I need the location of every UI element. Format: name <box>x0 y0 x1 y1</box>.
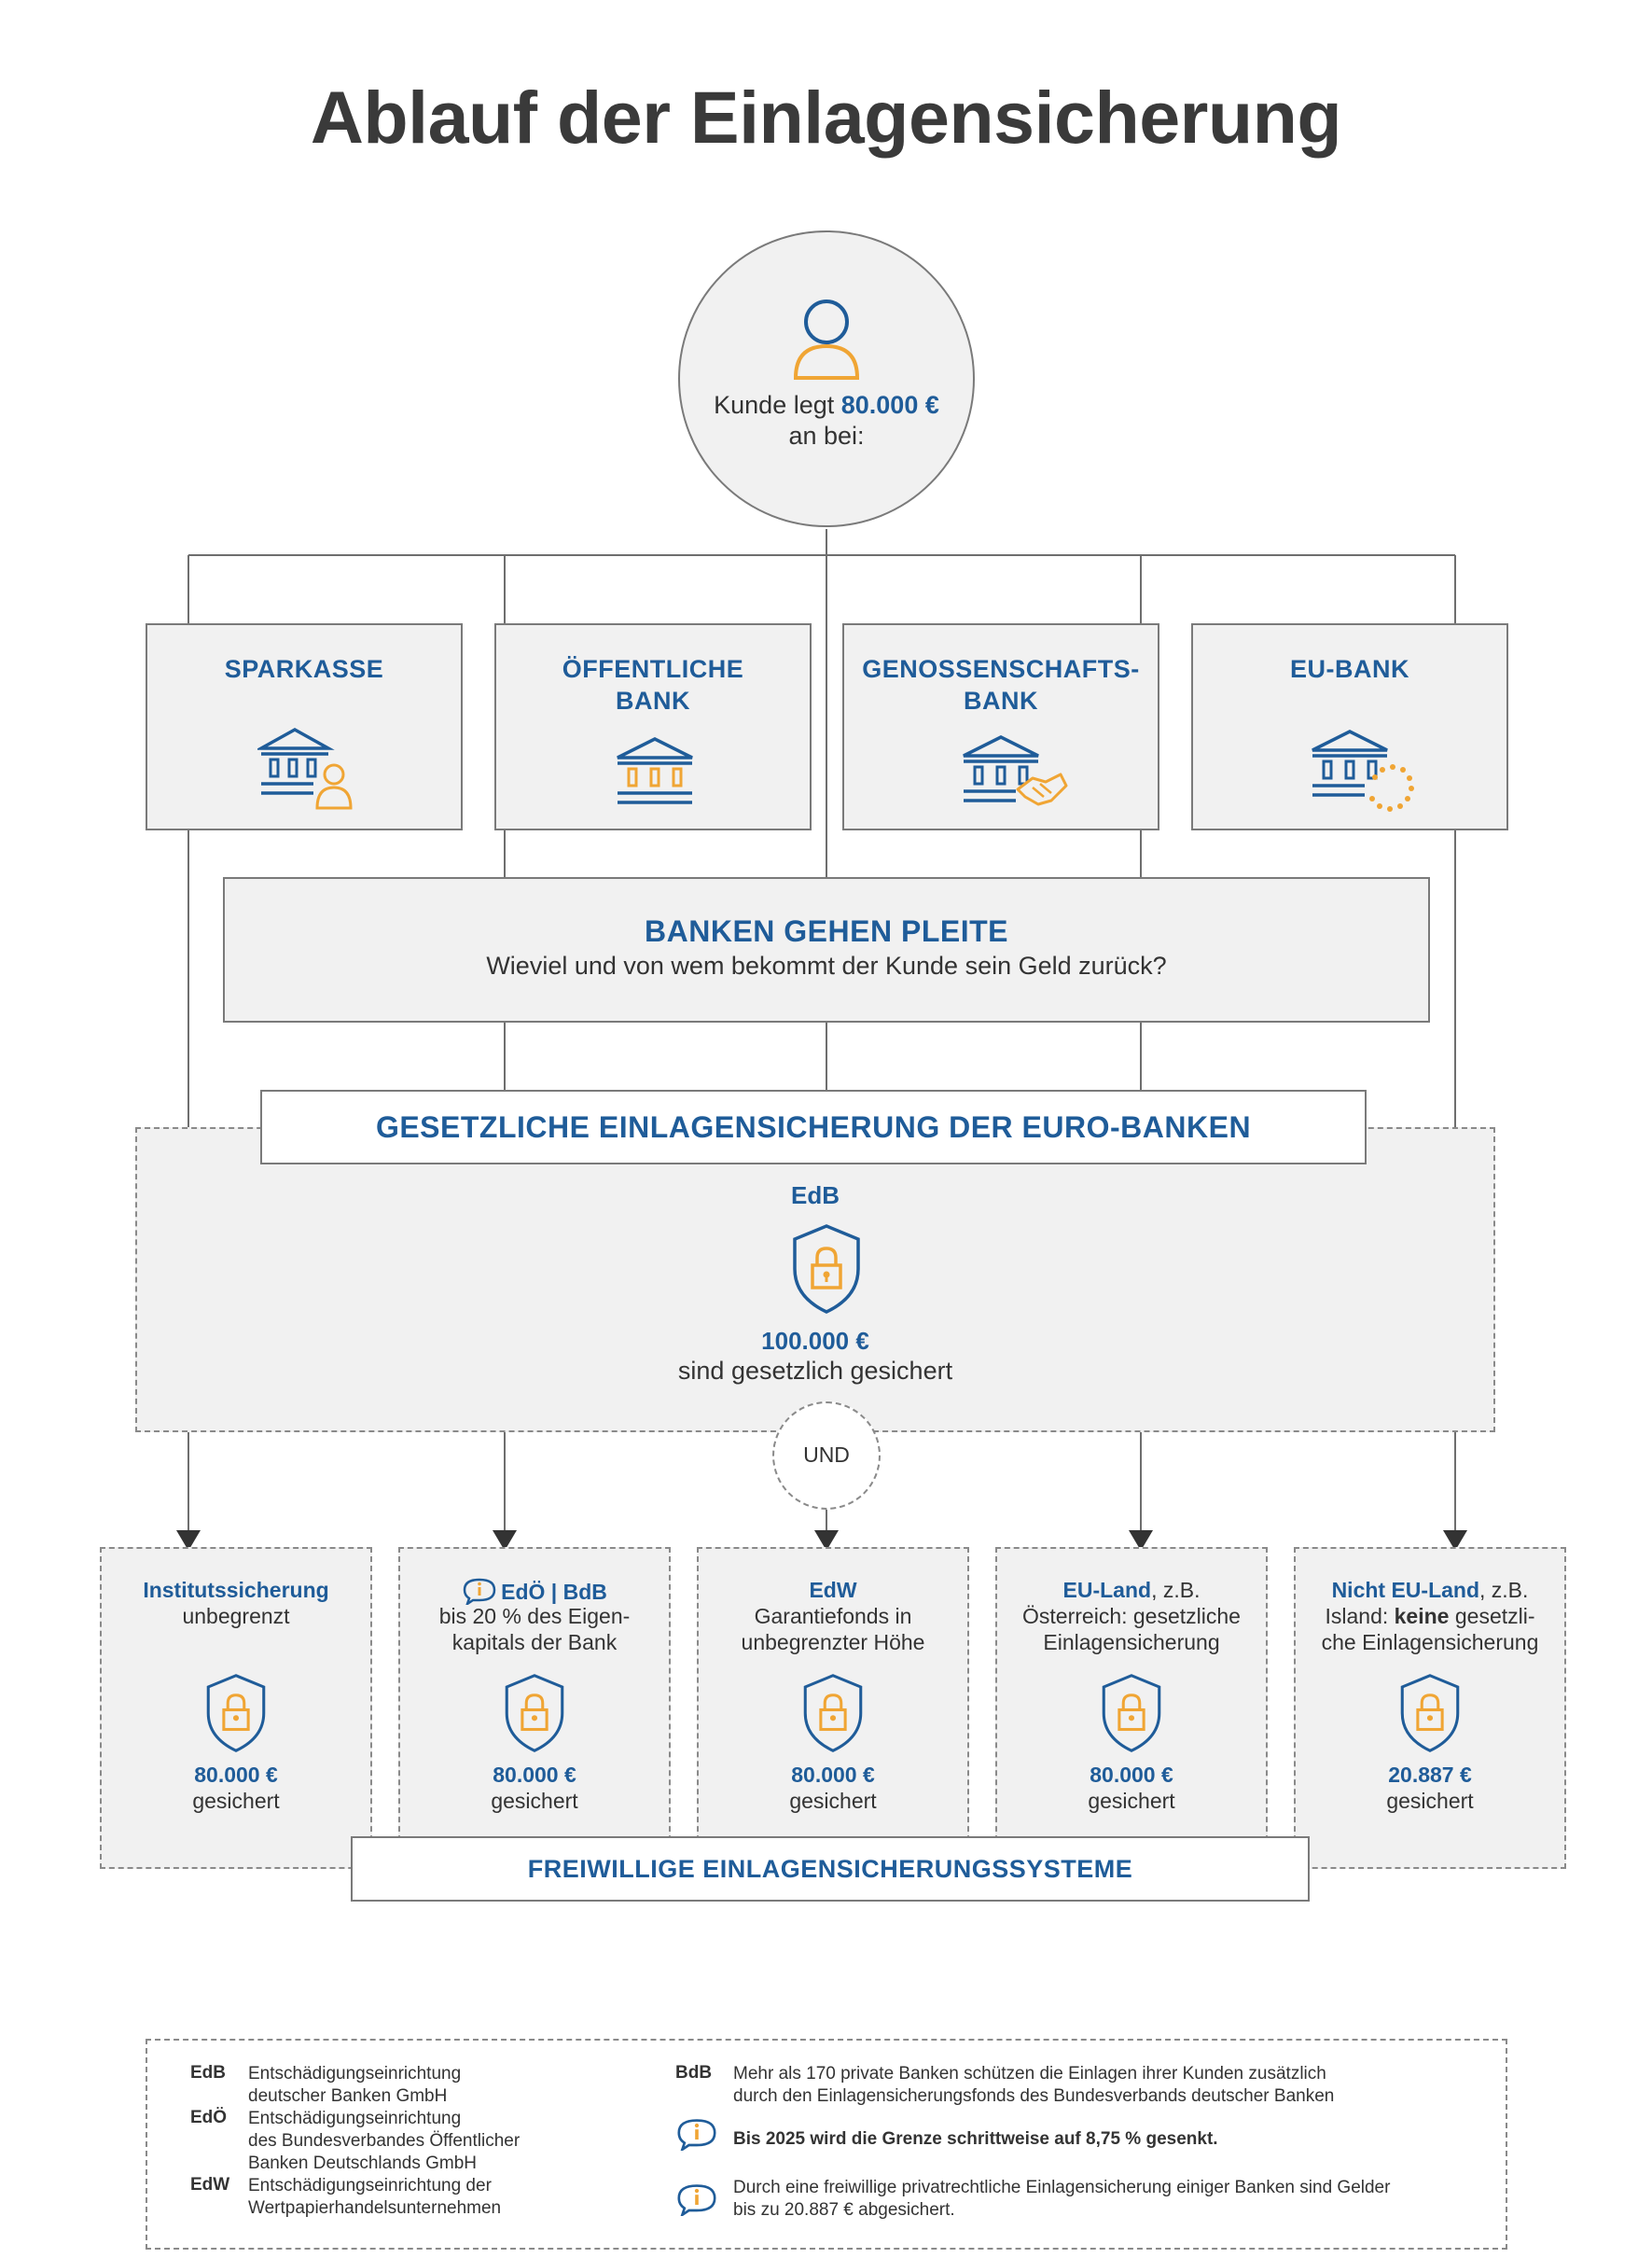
voluntary-banner: FREIWILLIGE EINLAGENSICHERUNGSSYSTEME <box>351 1836 1310 1902</box>
bank-label-line2: BANK <box>964 687 1038 715</box>
shield-lock-icon <box>505 1674 564 1752</box>
voluntary-line2-prefix: Island: <box>1325 1604 1395 1628</box>
voluntary-head: Nicht EU-Land <box>1331 1578 1480 1602</box>
voluntary-line2: bis 20 % des Eigen- <box>438 1604 631 1628</box>
und-circle: UND <box>772 1401 881 1510</box>
voluntary-box-institutssicherung: Institutssicherung unbegrenzt 80.000 € g… <box>100 1547 372 1869</box>
voluntary-banner-text: FREIWILLIGE EINLAGENSICHERUNGSSYSTEME <box>527 1855 1133 1883</box>
bank-box-genossenschaftsbank: GENOSSENSCHAFTS- BANK <box>842 623 1159 830</box>
voluntary-caption: gesichert <box>789 1789 877 1813</box>
voluntary-amount: 80.000 € <box>791 1763 875 1787</box>
voluntary-line2: Garantiefonds in <box>754 1604 912 1628</box>
voluntary-line2-suffix: gesetzli- <box>1449 1604 1535 1628</box>
info-bubble-icon <box>677 2119 716 2151</box>
customer-amount: 80.000 € <box>840 391 939 419</box>
legend-info-1: Bis 2025 wird die Grenze schrittweise au… <box>733 2129 1218 2149</box>
statutory-banner: GESETZLICHE EINLAGENSICHERUNG DER EURO-B… <box>260 1090 1367 1164</box>
und-label: UND <box>803 1443 850 1467</box>
voluntary-caption: gesichert <box>1088 1789 1175 1813</box>
legend-text: Wertpapierhandelsunternehmen <box>248 2198 502 2218</box>
customer-text: Kunde legt <box>714 391 841 419</box>
legend-text: Entschädigungseinrichtung <box>248 2064 462 2084</box>
voluntary-line3: che Einlagensicherung <box>1321 1630 1539 1654</box>
bank-box-eu-bank: EU-BANK <box>1191 623 1508 830</box>
voluntary-caption: gesichert <box>491 1789 578 1813</box>
bank-eu-stars-icon <box>1312 730 1414 812</box>
voluntary-amount: 80.000 € <box>194 1763 278 1787</box>
bank-label: ÖFFENTLICHE <box>562 655 744 683</box>
legend-text: Entschädigungseinrichtung <box>248 2109 462 2128</box>
voluntary-line3: kapitals der Bank <box>451 1630 618 1654</box>
legend-text: Banken Deutschlands GmbH <box>248 2153 478 2173</box>
legend-key: EdW <box>190 2175 230 2195</box>
bank-label-line2: BANK <box>616 687 690 715</box>
bank-box-oeffentliche-bank: ÖFFENTLICHE BANK <box>494 623 812 830</box>
voluntary-line2: unbegrenzt <box>182 1604 290 1628</box>
failure-box: BANKEN GEHEN PLEITE Wieviel und von wem … <box>223 877 1430 1023</box>
legend-text: Mehr als 170 private Banken schützen die… <box>733 2064 1326 2084</box>
bank-label: EU-BANK <box>1290 655 1409 683</box>
voluntary-caption: gesichert <box>192 1789 280 1813</box>
voluntary-box-eu-land: EU-Land, z.B. Österreich: gesetzliche Ei… <box>995 1547 1268 1869</box>
info-bubble-icon <box>463 1578 496 1608</box>
legend-key: EdB <box>190 2063 226 2083</box>
legend-text: des Bundesverbandes Öffentlicher <box>248 2131 521 2151</box>
legend-text: deutscher Banken GmbH <box>248 2086 448 2106</box>
voluntary-amount: 80.000 € <box>493 1763 576 1787</box>
statutory-caption: sind gesetzlich gesichert <box>677 1357 953 1385</box>
bank-customer-icon <box>257 727 353 810</box>
bank-label: SPARKASSE <box>224 655 384 683</box>
voluntary-amount: 20.887 € <box>1388 1763 1472 1787</box>
voluntary-head-suffix: , z.B. <box>1151 1578 1201 1602</box>
bank-icon <box>617 737 693 804</box>
voluntary-head: EU-Land <box>1062 1578 1152 1602</box>
shield-lock-icon <box>793 1224 860 1314</box>
voluntary-head: EdÖ | BdB <box>501 1580 607 1604</box>
failure-question: Wieviel und von wem bekommt der Kunde se… <box>486 952 1167 980</box>
customer-text-line2: an bei: <box>788 422 865 450</box>
legend-info-2: Durch eine freiwillige privatrechtliche … <box>733 2178 1391 2197</box>
person-icon <box>793 300 860 380</box>
voluntary-head: EdW <box>809 1578 857 1602</box>
bank-box-sparkasse: SPARKASSE <box>146 623 463 830</box>
voluntary-line2-bold: keine <box>1394 1604 1450 1628</box>
statutory-amount: 100.000 € <box>761 1327 869 1355</box>
statutory-org: EdB <box>791 1181 840 1209</box>
voluntary-line3: unbegrenzter Höhe <box>741 1630 925 1654</box>
legend-text: Entschädigungseinrichtung der <box>248 2176 492 2195</box>
voluntary-head: Institutssicherung <box>143 1578 329 1602</box>
failure-heading: BANKEN GEHEN PLEITE <box>645 914 1008 948</box>
statutory-banner-text: GESETZLICHE EINLAGENSICHERUNG DER EURO-B… <box>375 1110 1252 1144</box>
shield-lock-icon <box>1400 1674 1460 1752</box>
legend-box: EdB Entschädigungseinrichtung deutscher … <box>146 2039 1507 2250</box>
page-title: Ablauf der Einlagensicherung <box>310 76 1342 159</box>
voluntary-line2: Österreich: gesetzliche <box>1022 1604 1241 1628</box>
legend-key: EdÖ <box>190 2108 228 2127</box>
voluntary-caption: gesichert <box>1386 1789 1474 1813</box>
voluntary-head-suffix: , z.B. <box>1479 1578 1529 1602</box>
voluntary-box-edoe-bdb: EdÖ | BdB bis 20 % des Eigen- kapitals d… <box>398 1547 671 1869</box>
voluntary-box-edw: EdW Garantiefonds in unbegrenzter Höhe 8… <box>697 1547 969 1869</box>
legend-text: durch den Einlagensicherungsfonds des Bu… <box>733 2086 1335 2106</box>
shield-lock-icon <box>803 1674 863 1752</box>
voluntary-amount: 80.000 € <box>1090 1763 1173 1787</box>
info-bubble-icon <box>677 2184 716 2216</box>
shield-lock-icon <box>1102 1674 1161 1752</box>
legend-key: BdB <box>675 2063 713 2083</box>
shield-lock-icon <box>206 1674 266 1752</box>
legend-info-2-line2: bis zu 20.887 € abgesichert. <box>733 2200 955 2220</box>
voluntary-box-nicht-eu-land: Nicht EU-Land, z.B. Island: keine gesetz… <box>1294 1547 1566 1869</box>
customer-circle: Kunde legt 80.000 € an bei: <box>678 230 975 527</box>
bank-label: GENOSSENSCHAFTS- <box>862 655 1140 683</box>
bank-handshake-icon <box>963 735 1068 806</box>
voluntary-line3: Einlagensicherung <box>1043 1630 1220 1654</box>
